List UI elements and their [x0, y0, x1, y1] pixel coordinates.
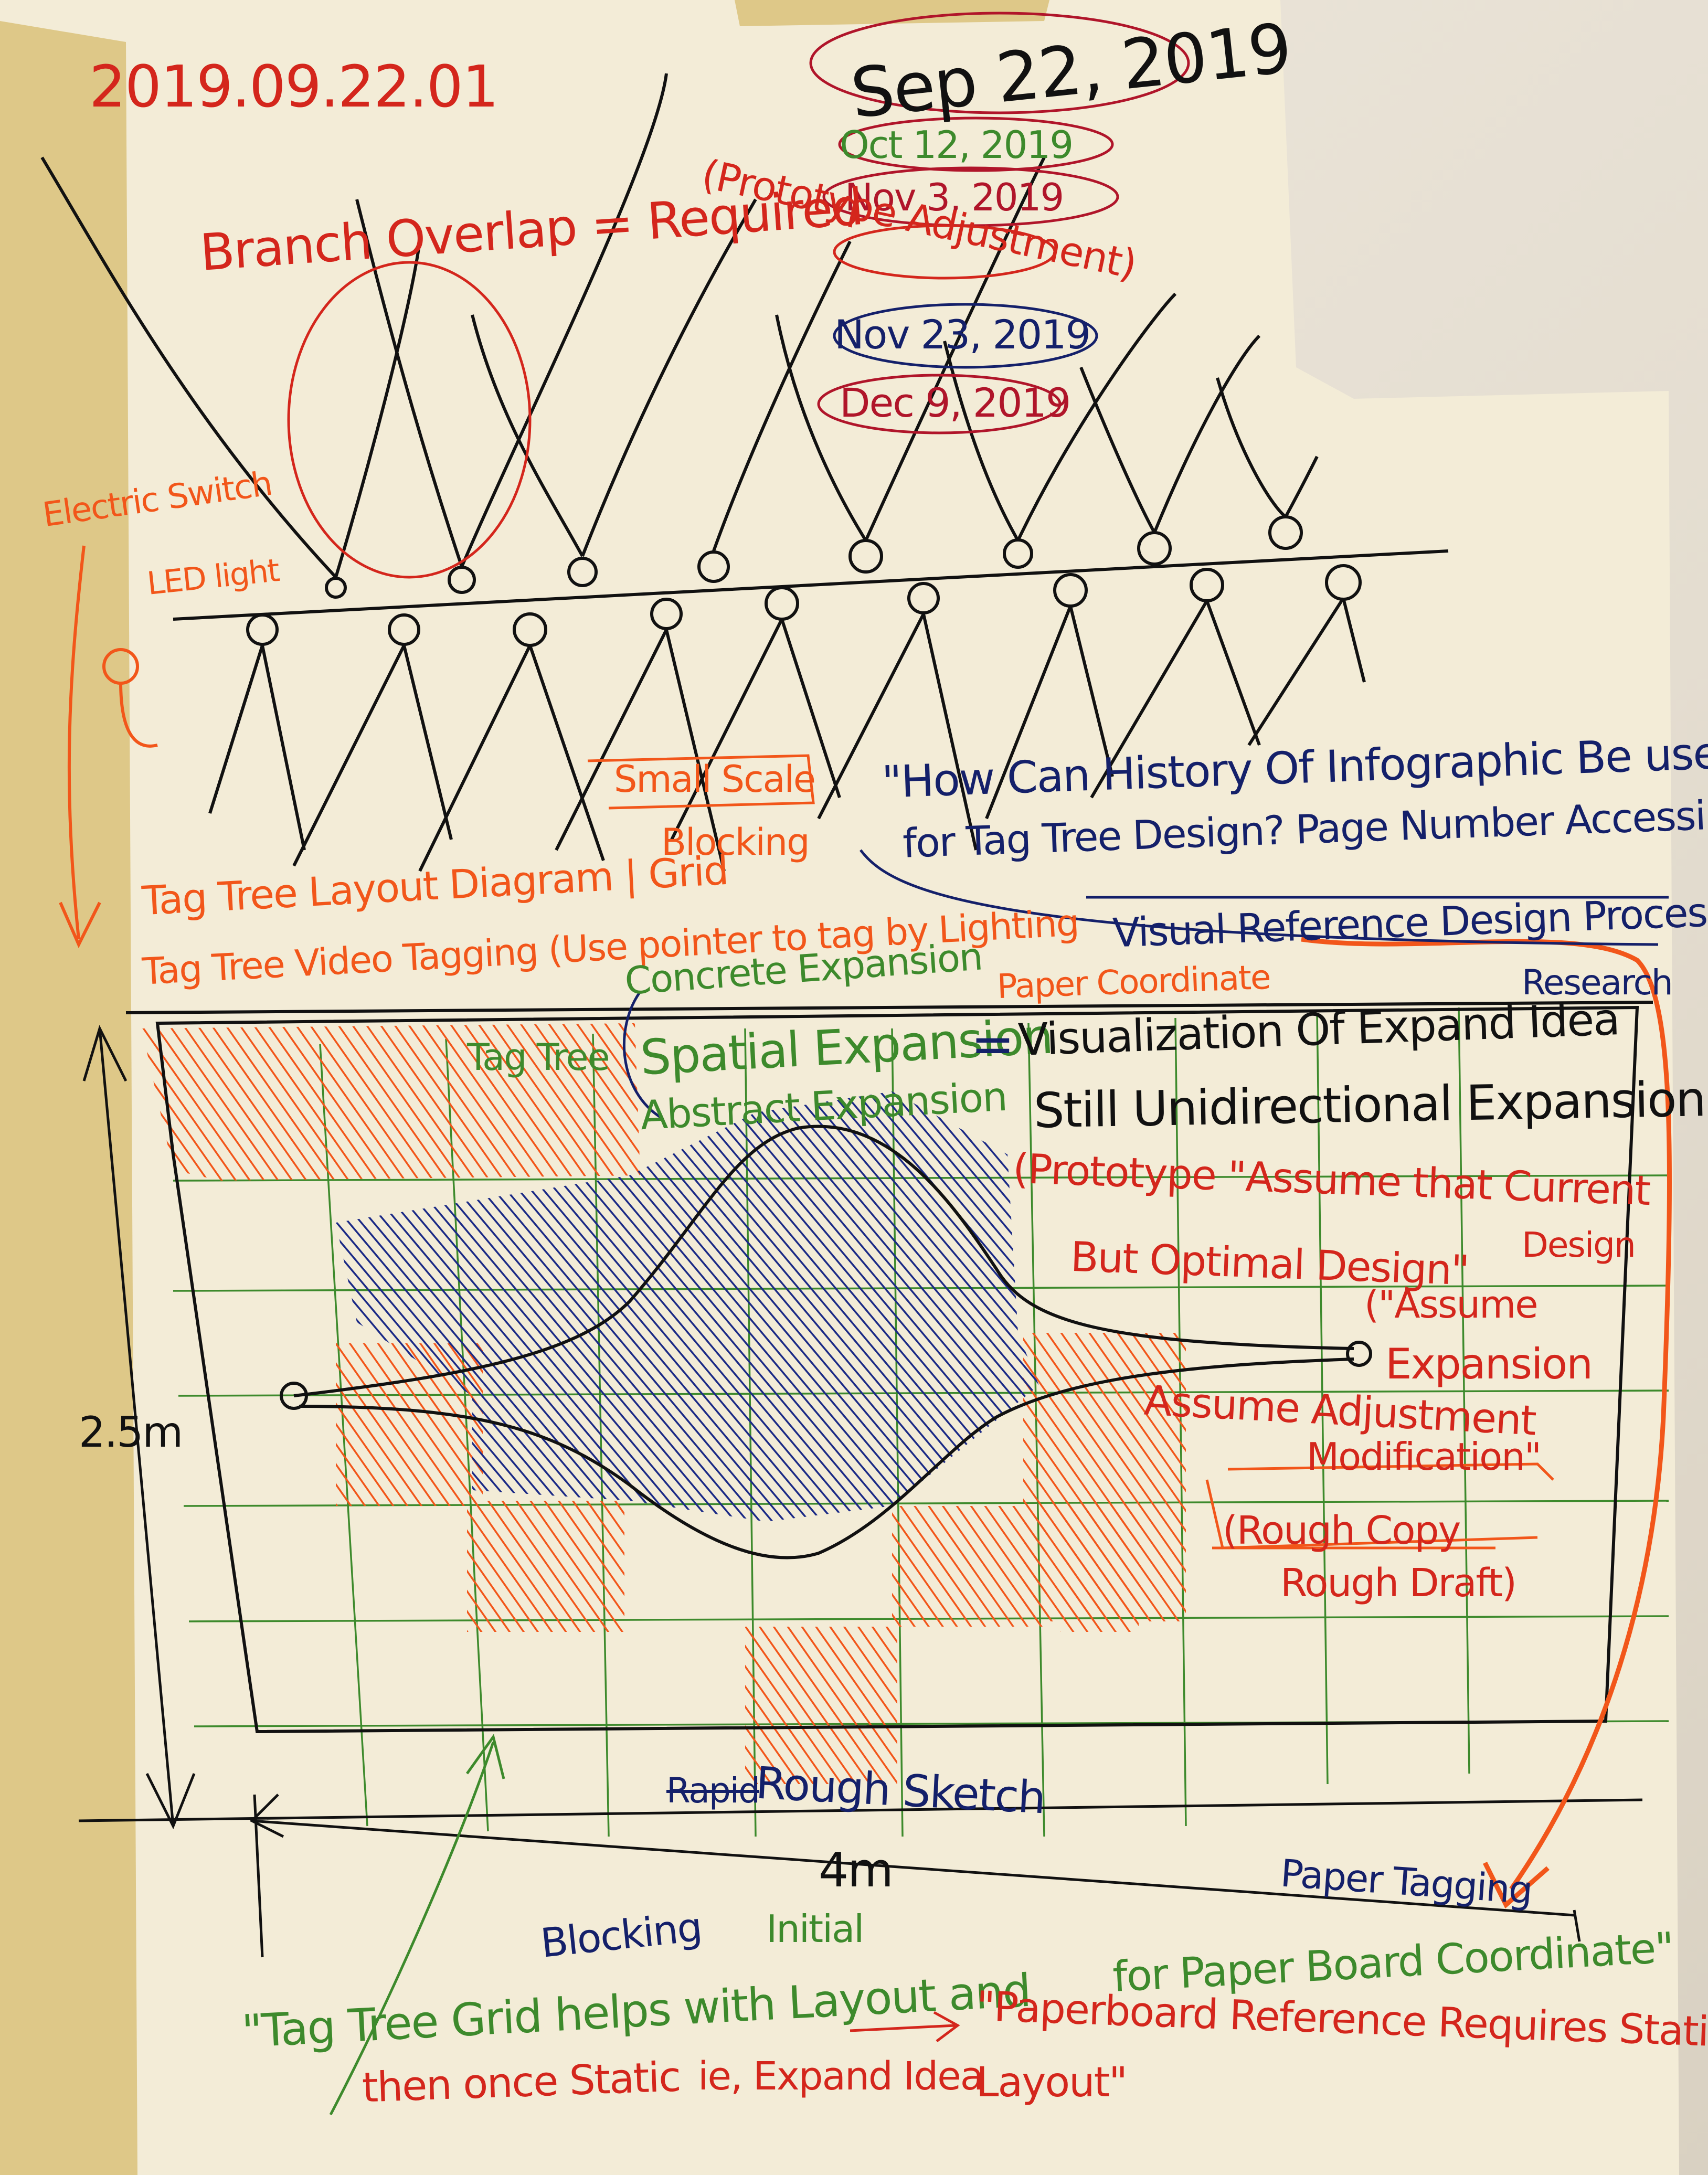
- expand-idea-note: ie, Expand Idea: [698, 2054, 984, 2099]
- date-nov3: Nov 3, 2019: [845, 175, 1064, 219]
- expansion-shape: [280, 1124, 1372, 1559]
- width-dimension: 4m: [819, 1843, 894, 1898]
- orange-boxes: [587, 754, 1554, 1550]
- equals-sign: =: [971, 1013, 1015, 1075]
- green-arrow: [329, 1734, 505, 2116]
- switch-arrow: [59, 545, 158, 949]
- navy-hatch: [336, 1091, 1039, 1522]
- date-dec: Dec 9, 2019: [840, 379, 1071, 426]
- dimension-lines: [78, 1025, 1643, 1958]
- rough-draft-note: Rough Draft): [1280, 1561, 1517, 1606]
- red-arrow: [850, 2011, 960, 2042]
- page-code: 2019.09.22.01: [89, 53, 499, 120]
- spatial-bracket: [622, 991, 662, 1119]
- date-ovals: [809, 12, 1190, 434]
- height-dimension: 2.5m: [79, 1408, 183, 1457]
- masking-tape: [0, 21, 137, 2175]
- layout-frame: [125, 1001, 1653, 1734]
- small-scale-note: Small Scale: [614, 758, 816, 801]
- rough-copy-note: (Rough Copy: [1223, 1508, 1461, 1553]
- modification-note: Modification": [1307, 1435, 1542, 1479]
- date-oct: Oct 12, 2019: [840, 123, 1074, 167]
- tag-tree-label: Tag Tree: [467, 1036, 610, 1079]
- expansion-note: Expansion: [1385, 1340, 1593, 1388]
- unidirectional-note: Still Unidirectional Expansion": [1033, 1070, 1708, 1139]
- date-nov23: Nov 23, 2019: [834, 311, 1091, 358]
- orange-hatch: [142, 1023, 1186, 1784]
- assume-note: ("Assume: [1364, 1282, 1539, 1327]
- initial-note: Initial: [766, 1907, 864, 1951]
- blocking-note: Blocking: [661, 821, 810, 864]
- static-note: then once Static: [361, 2053, 681, 2112]
- layout-note: Layout": [976, 2059, 1128, 2106]
- paper-coordinate-note: Paper Coordinate: [996, 958, 1271, 1007]
- tag-tree-diagram: [40, 73, 1449, 872]
- prototype-note-2: Design: [1522, 1225, 1636, 1265]
- research-note: Research: [1522, 962, 1673, 1003]
- rough-sketch-strike: Rapid: [666, 1770, 760, 1811]
- top-tape: [735, 0, 1049, 26]
- research-brackets: [860, 849, 1669, 946]
- branch-overlap-circle: [287, 261, 532, 579]
